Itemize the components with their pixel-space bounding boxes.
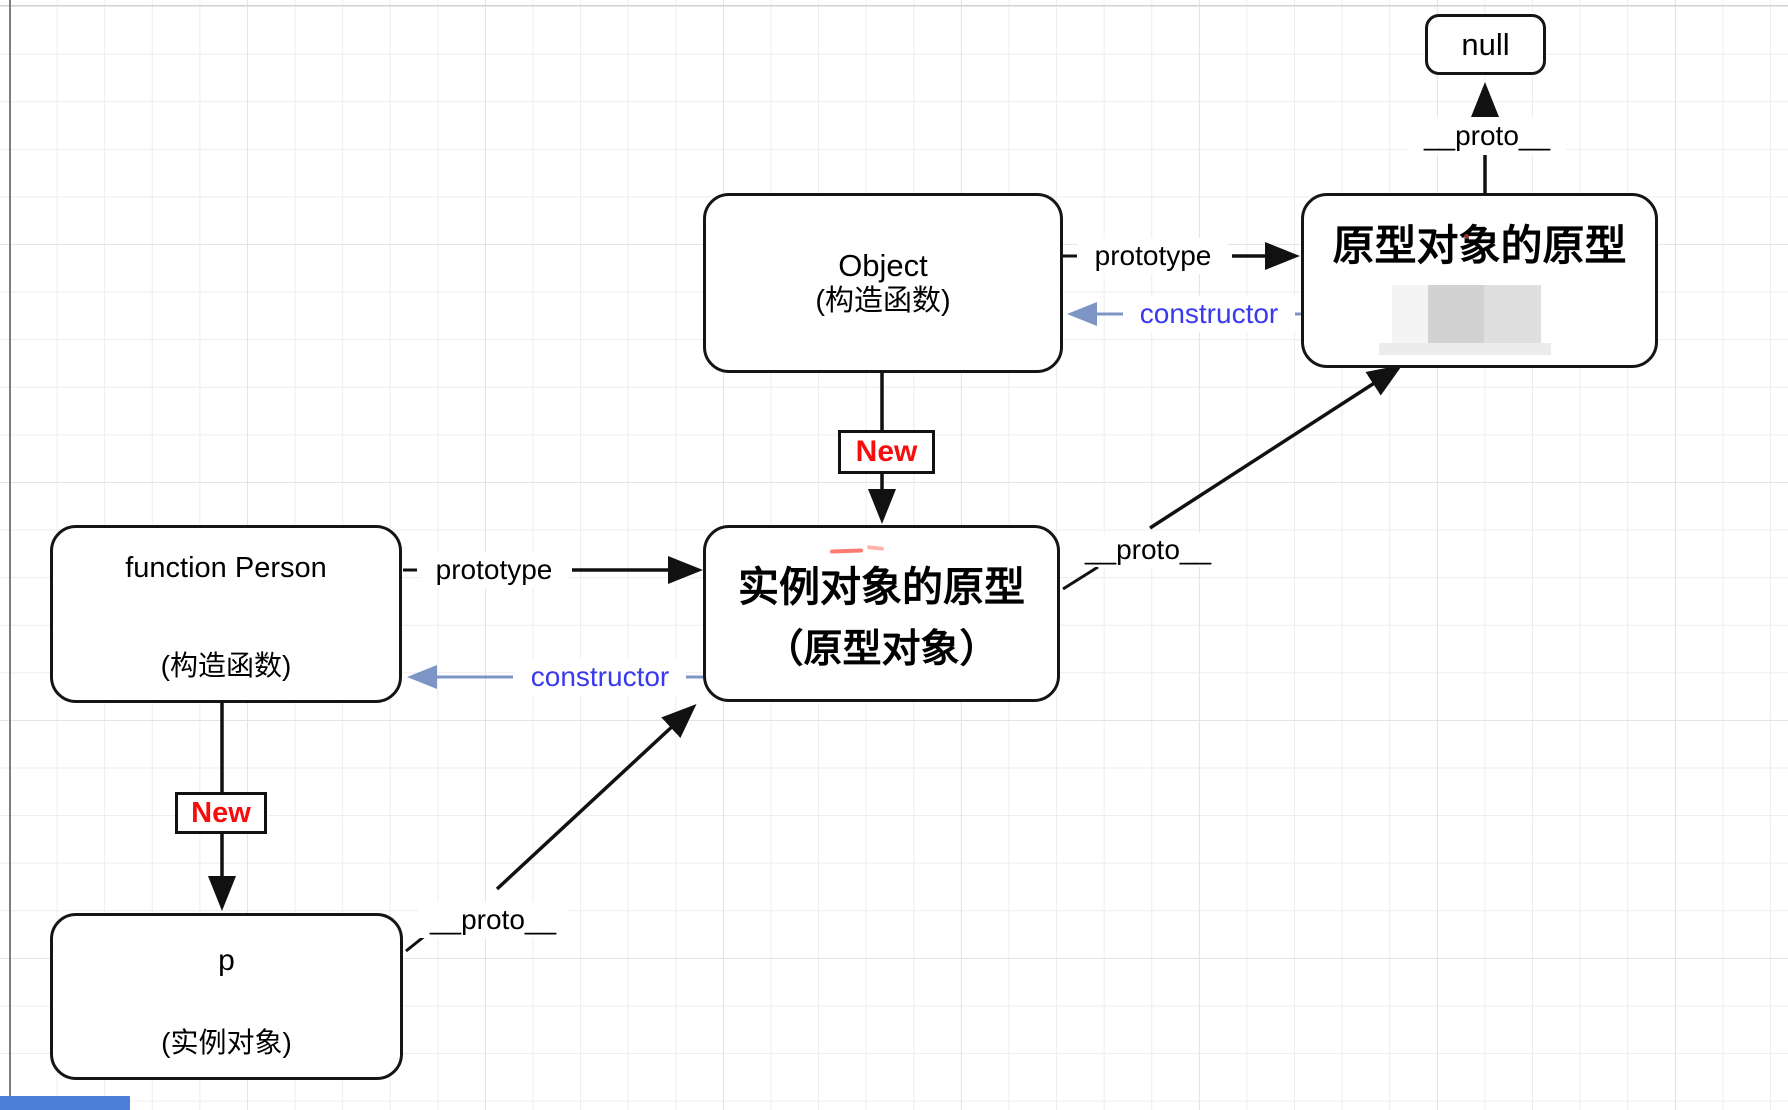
- redacted-blur-block: [1392, 285, 1428, 343]
- instance-prototype-line2: （原型对象）: [764, 628, 999, 671]
- object-node-subtitle: (构造函数): [815, 285, 951, 318]
- new-badge-bottom: New: [175, 792, 267, 834]
- constructor-top-label: constructor: [1123, 296, 1295, 332]
- prototype-left-label: prototype: [421, 552, 567, 588]
- p-node-name: p: [218, 944, 235, 977]
- p-instance-node[interactable]: p (实例对象): [50, 913, 403, 1080]
- bottom-blue-bar: [0, 1096, 130, 1110]
- redacted-blur-block: [1428, 285, 1484, 343]
- proto-mid-stub: [1062, 565, 1099, 591]
- function-person-subtitle: (构造函数): [160, 650, 292, 681]
- prototype-top-label: prototype: [1078, 238, 1228, 274]
- object-constructor-node[interactable]: Object (构造函数): [703, 193, 1063, 373]
- p-node-subtitle: (实例对象): [161, 1027, 292, 1058]
- constructor-left-label: constructor: [515, 659, 685, 695]
- new-badge-top-label: New: [855, 435, 918, 468]
- prototype-of-prototype-title: 原型对象的原型: [1332, 222, 1627, 269]
- canvas-left-border: [9, 0, 11, 1110]
- instance-prototype-line1: 实例对象的原型: [738, 564, 1025, 610]
- proto-mid-label: __proto__: [1070, 533, 1226, 567]
- instance-prototype-node[interactable]: 实例对象的原型 （原型对象）: [703, 525, 1060, 702]
- redacted-blur-strip: [1379, 343, 1551, 355]
- function-person-node[interactable]: function Person (构造函数): [50, 525, 402, 703]
- proto-bottom-arrow: [495, 703, 697, 891]
- red-speck: [1464, 234, 1469, 239]
- null-node[interactable]: null: [1425, 14, 1546, 75]
- redacted-blur-block: [1484, 285, 1541, 343]
- proto-to-null-label: __proto__: [1408, 117, 1566, 155]
- null-node-label: null: [1461, 26, 1510, 62]
- new-badge-top: New: [838, 430, 935, 474]
- object-node-name: Object: [838, 248, 928, 283]
- proto-mid-arrow: [1149, 364, 1403, 530]
- function-person-name: function Person: [125, 552, 327, 584]
- proto-bottom-label: __proto__: [418, 902, 568, 938]
- prototype-of-prototype-node[interactable]: 原型对象的原型: [1301, 193, 1658, 368]
- canvas-top-border: [0, 5, 1788, 6]
- new-badge-bottom-label: New: [191, 796, 251, 829]
